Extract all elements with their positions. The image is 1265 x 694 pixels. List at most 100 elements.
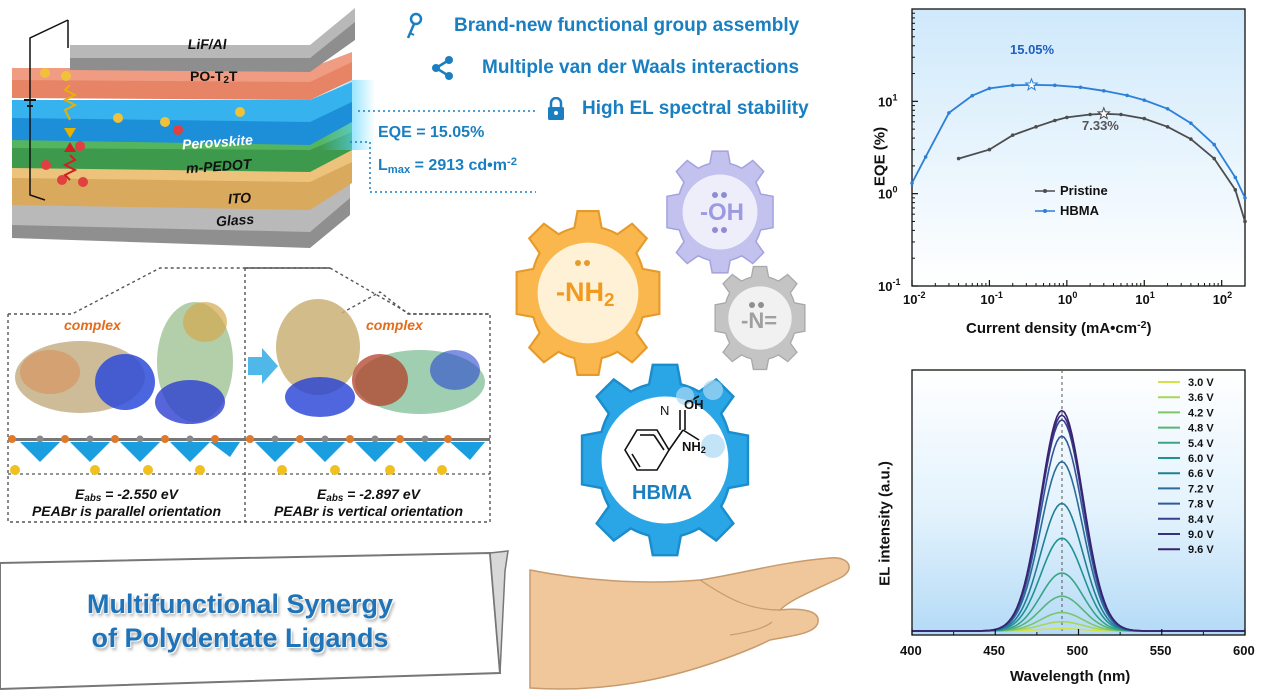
data-point xyxy=(987,86,992,91)
layer-label-po-t2t: PO-T2T xyxy=(190,68,238,87)
x-tick-label: 10-2 xyxy=(903,290,925,307)
x-tick-label: 10-1 xyxy=(980,290,1002,307)
x-tick-label: 450 xyxy=(983,643,1005,658)
molecule-nh2-label: NH2 xyxy=(682,439,706,456)
data-point xyxy=(1101,89,1106,93)
data-point xyxy=(1212,142,1216,147)
data-point xyxy=(1243,196,1247,200)
legend-label: 7.2 V xyxy=(1188,483,1214,495)
nh2-gear-label: -NH2 xyxy=(556,277,615,311)
data-point xyxy=(987,147,992,152)
lone-pair-nh2 xyxy=(575,260,590,266)
lmax-value: Lmax = 2913 cd•m-2 xyxy=(378,155,517,176)
data-point xyxy=(1142,98,1147,102)
el-ylabel: EL intensity (a.u.) xyxy=(876,461,894,586)
key-icon xyxy=(406,12,423,39)
eqe-legend: Pristine HBMA xyxy=(1035,183,1108,218)
po-t2t-layer xyxy=(12,52,352,100)
y-tick-label: 10-1 xyxy=(878,277,900,294)
data-point xyxy=(1010,83,1015,88)
legend-label: 6.6 V xyxy=(1188,468,1214,480)
peak-star-marker xyxy=(1024,77,1039,92)
spectrum-9-6-V xyxy=(912,409,1245,632)
legend-label: 7.8 V xyxy=(1188,499,1214,511)
data-point xyxy=(947,111,951,115)
el-plot-area xyxy=(911,369,1246,636)
complex-label-left: complex xyxy=(64,317,121,333)
molecule-oh-label: OH xyxy=(684,397,704,412)
feature-item-stability: High EL spectral stability xyxy=(546,97,809,121)
legend-label: 5.4 V xyxy=(1188,438,1214,450)
arrow-icon xyxy=(248,348,278,384)
adsorption-panels xyxy=(7,267,491,523)
nh2-gear xyxy=(515,210,661,376)
lone-pair-n xyxy=(749,302,764,308)
x-tick-label: 100 xyxy=(1058,290,1077,307)
x-tick-label: 600 xyxy=(1233,643,1255,658)
banner-title: Multifunctional Synergy of Polydentate L… xyxy=(30,587,450,655)
lone-pair-oh xyxy=(712,192,727,233)
esp-molecule-left-a xyxy=(15,341,155,413)
annotation-pristine-peak: 7.33% xyxy=(1082,118,1119,133)
data-point xyxy=(1034,124,1038,129)
oh-gear-label: -OH xyxy=(700,199,744,226)
data-point xyxy=(1053,118,1057,123)
hbma-gear-label: HBMA xyxy=(632,482,692,504)
layer-label-lif: LiF/Al xyxy=(186,36,229,52)
share-icon xyxy=(432,56,453,80)
el-xlabel: Wavelength (nm) xyxy=(1010,668,1131,685)
ito-layer xyxy=(12,150,352,210)
annotation-hbma-peak: 15.05% xyxy=(1010,42,1055,57)
data-point xyxy=(1010,133,1015,137)
layer-label-glass: Glass xyxy=(215,210,255,230)
data-point xyxy=(923,155,928,159)
banner-line-2: of Polydentate Ligands xyxy=(91,623,389,653)
data-point xyxy=(1233,188,1238,192)
molecule-n-label: N xyxy=(660,403,670,418)
data-point xyxy=(1189,137,1193,141)
hand-illustration xyxy=(529,557,850,690)
legend-label: 9.6 V xyxy=(1188,544,1214,556)
legend-pristine: Pristine xyxy=(1060,183,1108,198)
lock-icon xyxy=(548,97,564,120)
n-gear-label: -N= xyxy=(741,308,778,333)
data-point xyxy=(1142,116,1147,121)
data-point xyxy=(910,181,914,185)
x-tick-label: 400 xyxy=(900,643,922,658)
oh-gear xyxy=(666,150,774,274)
feature-text: High EL spectral stability xyxy=(582,98,809,119)
data-point xyxy=(1078,85,1083,90)
eabs-left: Eabs = -2.550 eV xyxy=(75,486,178,505)
electron-charges xyxy=(40,68,245,127)
legend-label: 6.0 V xyxy=(1188,453,1214,465)
hole-charges xyxy=(41,125,183,187)
legend-label: 4.8 V xyxy=(1188,423,1214,435)
electron-path xyxy=(62,84,78,121)
orientation-left: PEABr is parallel orientation xyxy=(31,503,222,519)
legend-label: 4.2 V xyxy=(1188,407,1214,419)
data-point xyxy=(1119,112,1123,117)
data-point xyxy=(970,93,975,98)
data-point xyxy=(1088,112,1092,117)
perovskite-layer xyxy=(12,82,352,145)
legend-label: 8.4 V xyxy=(1188,514,1214,526)
feature-text: Brand-new functional group assembly xyxy=(454,15,800,36)
hole-path xyxy=(62,154,78,181)
banner-line-1: Multifunctional Synergy xyxy=(86,589,394,619)
data-point xyxy=(1233,175,1238,180)
perovskite-lattice xyxy=(8,435,490,475)
eqe-value: EQE = 15.05% xyxy=(378,124,485,141)
feature-item-vdw: Multiple van der Waals interactions xyxy=(430,55,799,81)
x-tick-label: 550 xyxy=(1150,643,1172,658)
data-point xyxy=(1165,124,1170,129)
data-point xyxy=(1125,93,1129,98)
esp-molecule-right-b xyxy=(352,350,485,414)
esp-molecule-left-b xyxy=(155,302,233,424)
data-point xyxy=(1065,115,1069,120)
legend-label: 3.6 V xyxy=(1188,392,1214,404)
n-gear xyxy=(714,265,806,371)
y-tick-label: 101 xyxy=(878,92,897,109)
data-point xyxy=(1243,219,1247,224)
